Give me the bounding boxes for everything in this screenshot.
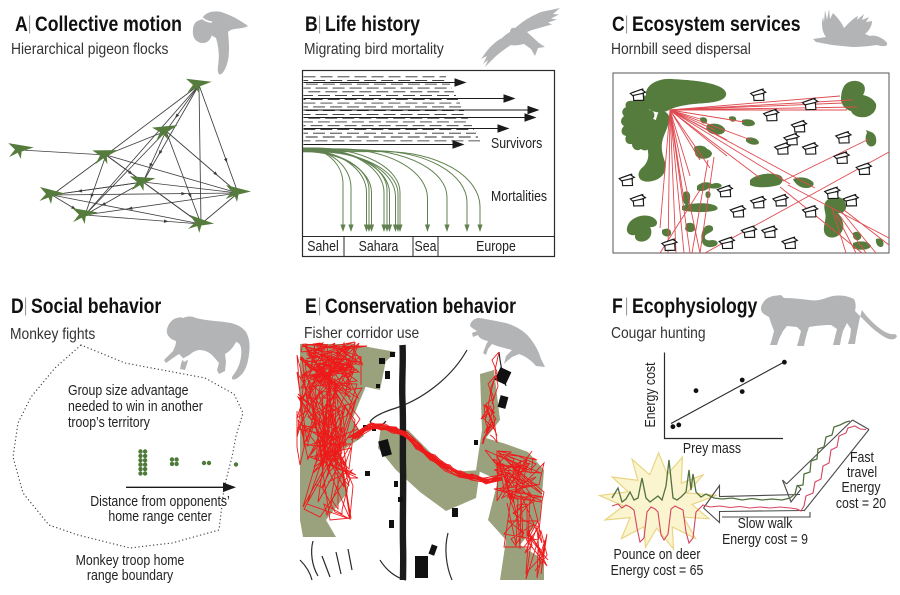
svg-text:Conservation behavior: Conservation behavior bbox=[325, 295, 516, 319]
svg-text:Social behavior: Social behavior bbox=[31, 295, 162, 319]
svg-text:Prey mass: Prey mass bbox=[683, 440, 741, 456]
svg-text:cost = 20: cost = 20 bbox=[836, 495, 886, 511]
svg-text:Monkey fights: Monkey fights bbox=[10, 325, 95, 343]
svg-text:B: B bbox=[305, 13, 318, 37]
svg-text:Energy cost = 9: Energy cost = 9 bbox=[722, 531, 808, 547]
svg-text:Ecophysiology: Ecophysiology bbox=[632, 295, 758, 319]
svg-text:Sahel: Sahel bbox=[307, 238, 338, 254]
svg-text:Slow walk: Slow walk bbox=[738, 515, 793, 531]
svg-text:home range center: home range center bbox=[108, 508, 212, 524]
svg-text:Sea: Sea bbox=[415, 238, 437, 254]
svg-text:Group size advantage: Group size advantage bbox=[68, 382, 188, 398]
svg-text:Life history: Life history bbox=[325, 13, 420, 37]
svg-text:Energy cost: Energy cost bbox=[642, 362, 658, 427]
svg-text:Energy: Energy bbox=[842, 479, 881, 495]
svg-text:Migrating bird mortality: Migrating bird mortality bbox=[304, 40, 444, 58]
svg-text:Mortalities: Mortalities bbox=[491, 188, 547, 204]
svg-text:range boundary: range boundary bbox=[87, 567, 173, 583]
svg-text:needed to win in another: needed to win in another bbox=[68, 398, 203, 414]
svg-text:troop’s territory: troop’s territory bbox=[68, 414, 150, 430]
svg-text:E: E bbox=[305, 295, 317, 319]
svg-text:Pounce on deer: Pounce on deer bbox=[614, 546, 701, 562]
svg-text:Hornbill seed dispersal: Hornbill seed dispersal bbox=[611, 40, 751, 58]
svg-text:D: D bbox=[11, 295, 24, 319]
svg-text:F: F bbox=[612, 295, 623, 319]
svg-text:Survivors: Survivors bbox=[491, 135, 543, 151]
svg-text:Hierarchical pigeon flocks: Hierarchical pigeon flocks bbox=[11, 40, 168, 58]
svg-text:Sahara: Sahara bbox=[359, 238, 399, 254]
svg-text:Europe: Europe bbox=[476, 238, 516, 254]
svg-text:Cougar hunting: Cougar hunting bbox=[611, 324, 706, 342]
svg-text:travel: travel bbox=[847, 464, 877, 480]
svg-text:Distance from opponents’: Distance from opponents’ bbox=[90, 493, 230, 509]
svg-text:Ecosystem services: Ecosystem services bbox=[632, 13, 801, 37]
svg-text:A: A bbox=[15, 13, 28, 37]
svg-text:Monkey troop home: Monkey troop home bbox=[76, 552, 185, 568]
svg-text:Fisher corridor use: Fisher corridor use bbox=[304, 324, 419, 342]
svg-text:Collective motion: Collective motion bbox=[35, 13, 182, 37]
svg-text:Fast: Fast bbox=[850, 449, 874, 465]
svg-text:C: C bbox=[612, 13, 625, 37]
svg-text:Energy cost = 65: Energy cost = 65 bbox=[611, 562, 704, 578]
